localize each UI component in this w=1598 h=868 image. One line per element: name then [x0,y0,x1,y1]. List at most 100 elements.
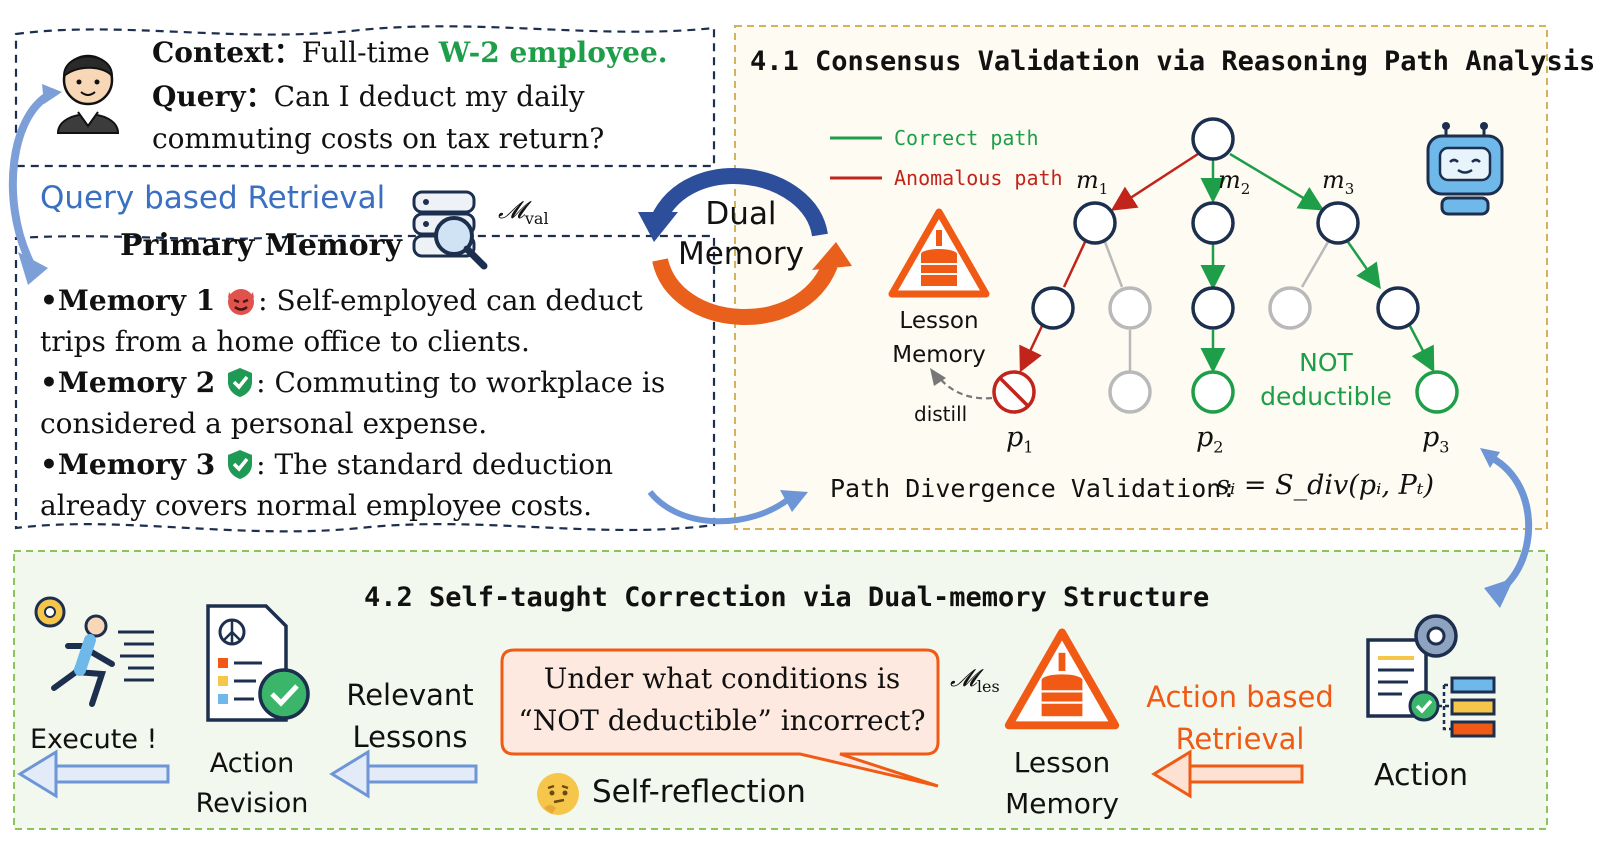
action-based-retrieval-label: Action based Retrieval [1140,676,1340,760]
left-curve-arrow [8,88,57,264]
edge-p1 [1019,325,1044,373]
node-m3-b [1376,286,1420,330]
dual-memory-label: Dual Memory [676,194,806,274]
label-m3-sub: 3 [1344,179,1355,198]
node-m1-a [1031,286,1075,330]
label-m2-main: m [1218,166,1241,194]
not-deductible-label: NOT deductible [1258,346,1394,414]
context-line: Context：Full-time W-2 employee. [152,32,668,74]
label-p1: p1 [1006,422,1033,456]
node-p2 [1191,370,1235,414]
arrow-action-to-lesson [1151,749,1304,799]
memory-2-text2: considered a personal expense. [40,407,488,440]
m-val-sub: val [524,208,549,228]
node-m3 [1316,201,1360,245]
m-les-symbol: 𝓜les [950,664,1000,696]
query-label: Query： [152,80,274,113]
validation-to-action-arrow [1480,448,1532,608]
action-workflow-icon [1362,610,1502,750]
primary-memory-label: Primary Memory [120,228,402,263]
node-gray-leaf [1108,370,1152,414]
memory-3-label: •Memory 3 [40,448,216,481]
user-avatar-icon [48,38,128,142]
edge-m1-b [1103,241,1124,288]
query-text: Can I deduct my daily [273,80,585,113]
document-check-icon [204,602,314,730]
action-revision-label: Action Revision [186,744,318,824]
label-m1-main: m [1076,166,1099,194]
question-bubble [500,648,940,788]
m-val-symbol: 𝓜val [498,196,549,228]
memory-to-validation-arrow [647,490,808,525]
query-line-2: commuting costs on tax return? [152,122,605,155]
label-m2-sub: 2 [1240,179,1251,198]
validation-formula: sᵢ = S_div(pᵢ, Pₜ) [1216,470,1435,501]
m-les-main: 𝓜 [950,664,977,692]
bubble-line2: “NOT deductible” incorrect? [518,704,926,737]
memory-1-text1: : Self-employed can deduct [258,284,643,317]
edge-m3-b [1346,241,1381,290]
label-p2: p2 [1196,422,1223,456]
dual-memory-line2: Memory [677,236,805,272]
lesson-memory-warning-icon [1002,624,1122,740]
label-p3: p3 [1422,422,1449,456]
node-m1 [1073,201,1117,245]
edge-p3 [1408,325,1435,373]
query-line: Query：Can I deduct my daily [152,76,585,118]
node-root [1191,117,1235,161]
running-person-gear-icon [32,592,162,726]
lesson-memory-41-line2: Memory [892,342,986,368]
memory-2-label: •Memory 2 [40,366,216,399]
label-p3-sub: 3 [1439,437,1450,457]
action-label: Action [1374,758,1468,793]
edge-root-m1 [1110,152,1199,211]
thinking-face-icon [534,770,582,822]
label-p3-main: p [1422,422,1440,453]
legend-correct-label: Correct path [894,126,1039,150]
legend-correct [830,128,890,152]
label-p1-main: p [1006,422,1024,453]
shield-check-icon [224,448,256,491]
distill-label: distill [914,402,968,426]
node-m3-a [1268,286,1312,330]
label-m3-main: m [1322,166,1345,194]
label-m2: m2 [1218,166,1250,198]
lesson-memory-42-line2: Memory [1005,787,1119,820]
context-text: Full-time [301,36,439,69]
memory-3-text1: : The standard deduction [256,448,614,481]
edge-m1-a [1062,241,1087,288]
devil-emoji-icon [224,284,258,327]
execute-label: Execute ! [30,724,158,755]
lesson-memory-label-41: Lesson Memory [880,304,998,372]
arrow-to-execute [17,749,170,799]
robot-icon [1420,122,1510,226]
lesson-memory-42-line1: Lesson [1013,746,1111,779]
memory-2-text1: : Commuting to workplace is [256,366,666,399]
not-deductible-line1: NOT [1299,348,1353,377]
bubble-line1: Under what conditions is [543,662,901,695]
m-val-main: 𝓜 [498,196,525,224]
self-reflection-label: Self-reflection [592,774,806,810]
label-p2-main: p [1196,422,1214,453]
m-les-sub: les [976,676,1000,696]
action-based-line1: Action based [1146,680,1334,714]
memory-3-text2: already covers normal employee costs. [40,489,593,522]
edge-m3-a [1300,241,1330,288]
context-highlight: W-2 employee. [438,36,668,69]
section41-frame [734,25,1548,530]
node-p3 [1415,370,1459,414]
database-search-icon [406,186,496,280]
validation-label: Path Divergence Validation: [830,474,1237,503]
relevant-lessons-line1: Relevant [346,678,474,712]
node-m1-b [1108,286,1152,330]
retrieval-label: Query based Retrieval [40,180,386,216]
label-p1-sub: 1 [1023,437,1034,457]
node-m2-a [1191,286,1235,330]
shield-check-icon [224,366,256,409]
label-m1: m1 [1076,166,1108,198]
legend-anomalous-label: Anomalous path [894,166,1063,190]
action-revision-line2: Revision [195,788,309,819]
memory-1-text2: trips from a home office to clients. [40,325,530,358]
